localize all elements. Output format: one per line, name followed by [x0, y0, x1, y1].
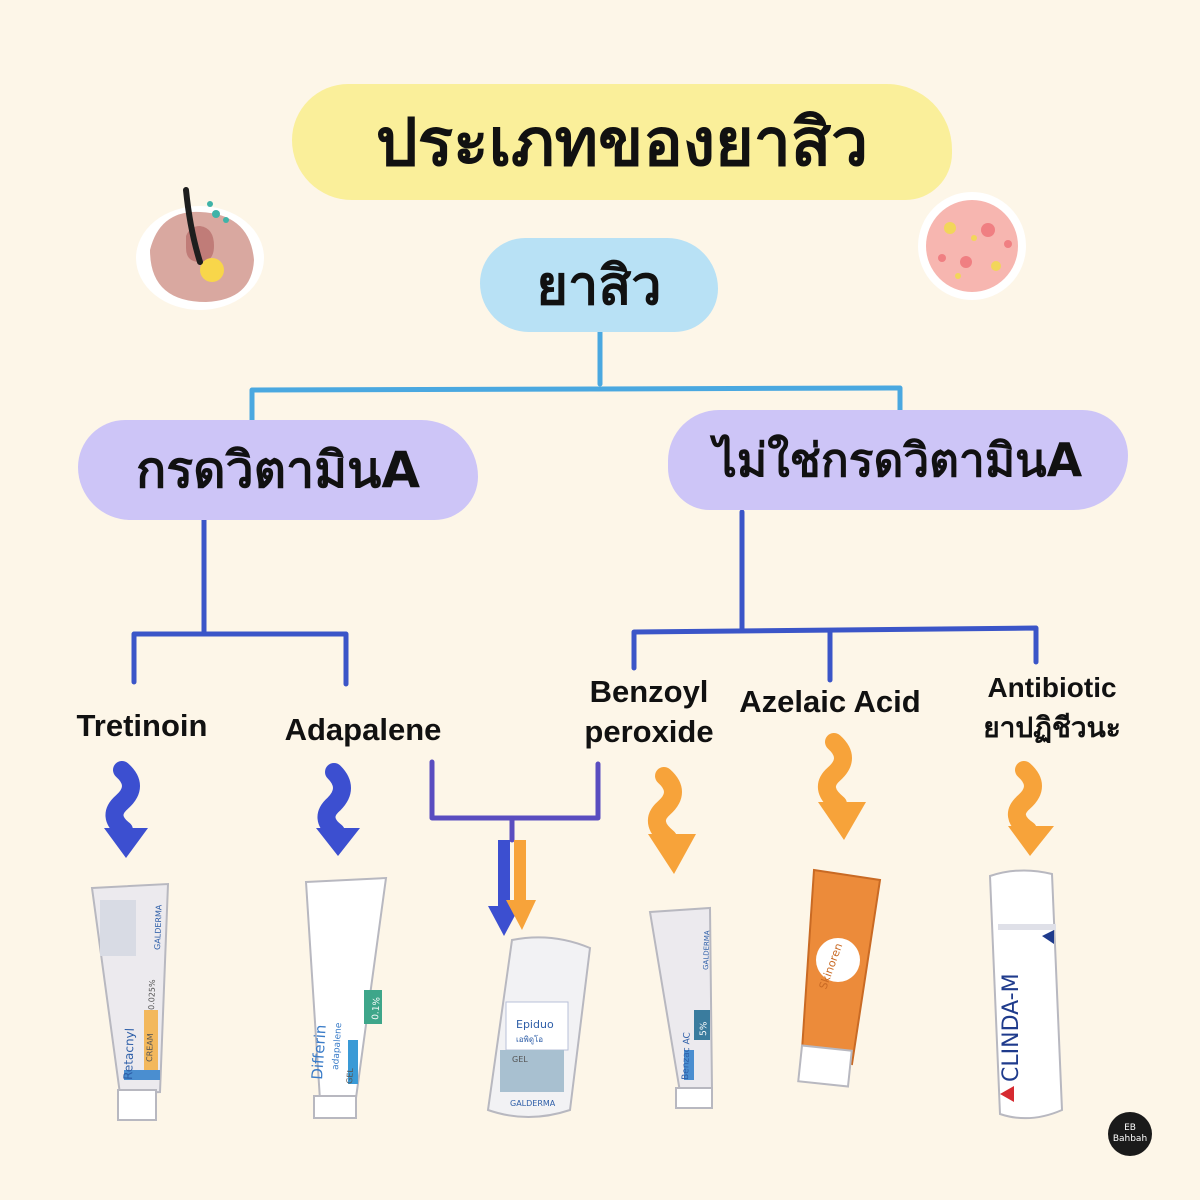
branch-node-retinoid-label: กรดวิตามินA	[135, 440, 421, 499]
arrow-adapalene	[316, 763, 360, 856]
clinda-brand: CLINDA-M	[999, 973, 1024, 1082]
differin-type: GEL	[345, 1067, 355, 1084]
leaf-azelaic-acid: Azelaic Acid	[734, 682, 926, 722]
hair-follicle-illustration	[136, 187, 264, 310]
benzac-strength: 5%	[699, 1021, 710, 1036]
differin-strength: 0.1%	[371, 996, 383, 1020]
product-differin: Differin adapalene GEL 0.1%	[304, 876, 388, 1119]
branch-node-retinoid: กรดวิตามินA	[78, 420, 478, 520]
leaf-tretinoin: Tretinoin	[56, 706, 228, 746]
retacnyl-brand: Retacnyl	[121, 1028, 137, 1080]
arrow-antibiotic	[1008, 761, 1054, 856]
arrow-epiduo	[488, 840, 536, 936]
leaf-benzoyl-peroxide: Benzoyl peroxide	[576, 672, 722, 752]
root-node: ยาสิว	[480, 238, 718, 332]
differin-brand: Differin	[308, 1024, 330, 1080]
product-epiduo: Epiduo เอพิดูโอ GEL GALDERMA	[486, 936, 592, 1118]
retacnyl-maker: GALDERMA	[153, 904, 164, 950]
leaf-tretinoin-label: Tretinoin	[76, 708, 208, 743]
author-badge-line1: EB	[1124, 1123, 1136, 1133]
title-highlight: ประเภทของยาสิว	[292, 84, 952, 200]
epiduo-maker: GALDERMA	[510, 1099, 556, 1108]
leaf-adapalene: Adapalene	[266, 710, 460, 750]
leaf-benzoyl-line1: Benzoyl	[589, 674, 709, 709]
branch-node-non-retinoid: ไม่ใช่กรดวิตามินA	[668, 410, 1128, 510]
leaf-benzoyl-line2: peroxide	[584, 714, 714, 749]
leaf-antibiotic-line1: Antibiotic	[987, 672, 1117, 703]
leaf-antibiotic: Antibiotic ยาปฏิชีวนะ	[972, 668, 1132, 748]
page-title: ประเภทของยาสิว	[375, 103, 869, 181]
epiduo-thai: เอพิดูโอ	[516, 1034, 543, 1045]
leaf-azelaic-label: Azelaic Acid	[739, 684, 921, 719]
epiduo-brand: Epiduo	[516, 1018, 554, 1031]
epiduo-type: GEL	[512, 1055, 528, 1064]
author-badge-line2: Bahbah	[1112, 1134, 1148, 1144]
product-retacnyl: Retacnyl CREAM 0.025% GALDERMA	[90, 882, 170, 1121]
author-badge: EB Bahbah	[1108, 1112, 1152, 1156]
benzac-maker: GALDERMA	[702, 930, 711, 970]
leaf-adapalene-label: Adapalene	[284, 712, 442, 747]
product-clinda: CLINDA-M	[988, 869, 1064, 1120]
root-node-label: ยาสิว	[536, 254, 662, 317]
retacnyl-type: CREAM	[145, 1033, 155, 1062]
acne-skin-illustration	[918, 192, 1026, 300]
differin-ingredient: adapalene	[331, 1022, 344, 1070]
product-benzac: Benzac AC 5% GALDERMA	[648, 906, 714, 1109]
arrow-benzoyl	[648, 767, 696, 874]
arrow-azelaic	[818, 733, 866, 840]
retacnyl-strength: 0.025%	[147, 979, 157, 1010]
leaf-antibiotic-line2: ยาปฏิชีวนะ	[983, 712, 1121, 743]
product-skinoren: Skinoren	[797, 868, 882, 1088]
benzac-brand: Benzac AC	[681, 1032, 693, 1080]
connector-lines	[131, 319, 1039, 843]
branch-node-non-retinoid-label: ไม่ใช่กรดวิตามินA	[713, 432, 1083, 487]
arrow-tretinoin	[104, 761, 148, 858]
